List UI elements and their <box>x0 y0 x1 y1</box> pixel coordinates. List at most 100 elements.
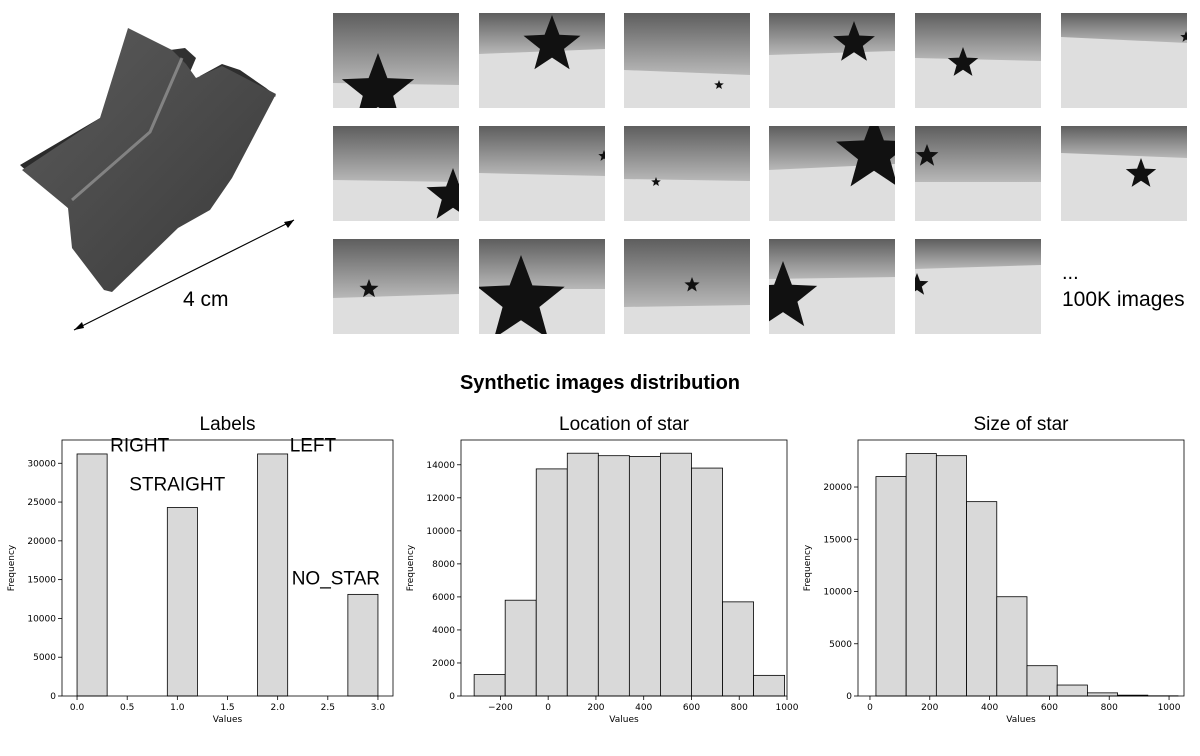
bar-annotation: RIGHT <box>110 436 169 457</box>
y-tick-label: 4000 <box>432 626 455 636</box>
dimension-arrow <box>73 219 295 331</box>
y-axis-label: Frequency <box>7 544 17 591</box>
chart-title: Labels <box>200 414 256 435</box>
histogram-bar <box>935 455 967 697</box>
dimension-arrowhead-end <box>284 220 294 228</box>
synthetic-image-thumbnail <box>769 13 895 108</box>
synthetic-image-thumbnail <box>624 239 750 334</box>
synthetic-image-thumbnail <box>479 126 605 221</box>
y-tick-label: 5000 <box>33 653 56 663</box>
bar-annotation: LEFT <box>290 436 337 457</box>
x-tick-label: 600 <box>1041 703 1058 713</box>
x-tick-label: 0 <box>867 703 873 713</box>
histogram-bar <box>504 599 537 697</box>
synthetic-image-thumbnail <box>915 126 1041 221</box>
synthetic-image-thumbnail <box>479 13 605 108</box>
y-tick-label: 10000 <box>426 527 455 537</box>
histogram-bar <box>473 674 506 697</box>
synthetic-image-thumbnail <box>333 239 459 334</box>
bar-annotation: STRAIGHT <box>129 474 225 495</box>
x-tick-label: 3.0 <box>371 703 386 713</box>
star-front-face <box>22 28 276 292</box>
x-tick-label: 2.0 <box>270 703 285 713</box>
histogram-bar <box>875 476 907 697</box>
histogram-bar <box>166 507 198 697</box>
histogram-bar <box>753 674 786 697</box>
y-tick-label: 15000 <box>823 535 852 545</box>
y-tick-label: 10000 <box>27 614 56 624</box>
dimension-arrowhead-start <box>74 322 84 330</box>
y-tick-label: 25000 <box>27 498 56 508</box>
synthetic-image-thumbnail <box>624 13 750 108</box>
x-tick-label: 400 <box>981 703 998 713</box>
histogram-bar <box>660 452 692 697</box>
y-tick-label: 6000 <box>432 593 455 603</box>
synthetic-image-thumbnail <box>769 239 895 334</box>
plot-frame <box>857 439 1185 697</box>
y-tick-label: 15000 <box>27 576 56 586</box>
histogram-bar <box>722 601 754 697</box>
x-tick-label: 800 <box>731 703 748 713</box>
x-tick-label: 400 <box>635 703 652 713</box>
y-tick-label: 5000 <box>829 640 852 650</box>
x-tick-label: 1000 <box>1158 703 1181 713</box>
synthetic-image-thumbnail <box>769 126 895 221</box>
synthetic-image-thumbnail <box>479 239 605 334</box>
plot-frame <box>460 439 788 697</box>
y-tick-label: 12000 <box>426 494 455 504</box>
synthetic-image-thumbnail <box>915 239 1041 334</box>
synthetic-image-thumbnail <box>1061 13 1187 108</box>
y-tick-label: 0 <box>846 692 852 702</box>
histogram-bar <box>76 453 108 697</box>
histogram-bar <box>691 467 723 697</box>
star-highlight <box>71 57 184 202</box>
histogram-bar <box>257 453 289 697</box>
chart-title: Location of star <box>559 414 690 435</box>
y-tick-label: 0 <box>50 692 56 702</box>
x-tick-label: 200 <box>587 703 604 713</box>
x-tick-label: 1.5 <box>220 703 234 713</box>
histogram-bar <box>628 456 661 697</box>
histogram-bar <box>535 468 568 697</box>
y-axis-label: Frequency <box>406 544 416 591</box>
x-axis-label: Values <box>609 715 639 725</box>
histogram-bar <box>347 593 379 697</box>
chart-title: Size of star <box>973 414 1069 435</box>
star-3d-render <box>20 28 295 331</box>
more-images-ellipsis: ... <box>1062 262 1079 284</box>
synthetic-image-thumbnail <box>333 13 459 108</box>
dimension-label: 4 cm <box>183 288 229 311</box>
x-tick-label: 600 <box>683 703 700 713</box>
histogram-bar <box>996 596 1028 697</box>
x-tick-label: 1.0 <box>170 703 185 713</box>
section-title: Synthetic images distribution <box>459 372 741 394</box>
top-region: 4 cm ... 100K images <box>0 0 1200 350</box>
x-tick-label: 0.5 <box>120 703 134 713</box>
histogram-bar <box>1086 692 1119 697</box>
more-images-count: 100K images <box>1062 288 1185 311</box>
x-tick-label: 200 <box>921 703 938 713</box>
synthetic-image-thumbnail <box>624 126 750 221</box>
x-tick-label: 2.5 <box>321 703 335 713</box>
x-tick-label: −200 <box>488 703 513 713</box>
histogram-bar <box>1026 665 1058 697</box>
x-tick-label: 1000 <box>776 703 799 713</box>
synthetic-image-thumbnail <box>1061 126 1187 221</box>
y-tick-label: 20000 <box>27 537 56 547</box>
y-tick-label: 8000 <box>432 560 455 570</box>
y-tick-label: 0 <box>449 692 455 702</box>
histogram-bar <box>597 455 630 697</box>
histogram-bar <box>905 453 937 697</box>
y-axis-label: Frequency <box>803 544 813 591</box>
y-tick-label: 30000 <box>27 459 56 469</box>
x-tick-label: 800 <box>1101 703 1118 713</box>
histogram-bar <box>966 501 998 697</box>
y-tick-label: 20000 <box>823 483 852 493</box>
x-axis-label: Values <box>213 715 243 725</box>
x-tick-label: 0.0 <box>70 703 85 713</box>
synthetic-image-thumbnail <box>915 13 1041 108</box>
bar-annotation: NO_STAR <box>292 568 380 589</box>
histogram-bar <box>566 452 599 697</box>
y-tick-label: 14000 <box>426 461 455 471</box>
